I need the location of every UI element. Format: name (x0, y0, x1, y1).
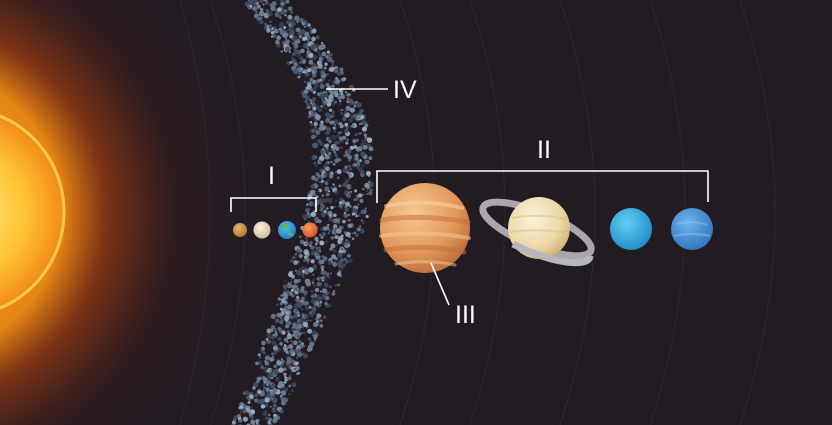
label-group-outer: II (537, 138, 551, 163)
saturn-icon (477, 192, 597, 267)
earth-icon (278, 221, 296, 239)
uranus-icon (610, 208, 652, 250)
label-asteroid-belt: IV (393, 78, 417, 103)
mercury-icon (233, 223, 247, 237)
label-jupiter: III (455, 303, 476, 328)
sun-icon (0, 0, 300, 425)
label-group-inner: I (268, 164, 275, 189)
jupiter-icon (380, 183, 470, 273)
venus-icon (254, 222, 271, 239)
neptune-icon (671, 208, 713, 250)
mars-icon (303, 223, 318, 238)
